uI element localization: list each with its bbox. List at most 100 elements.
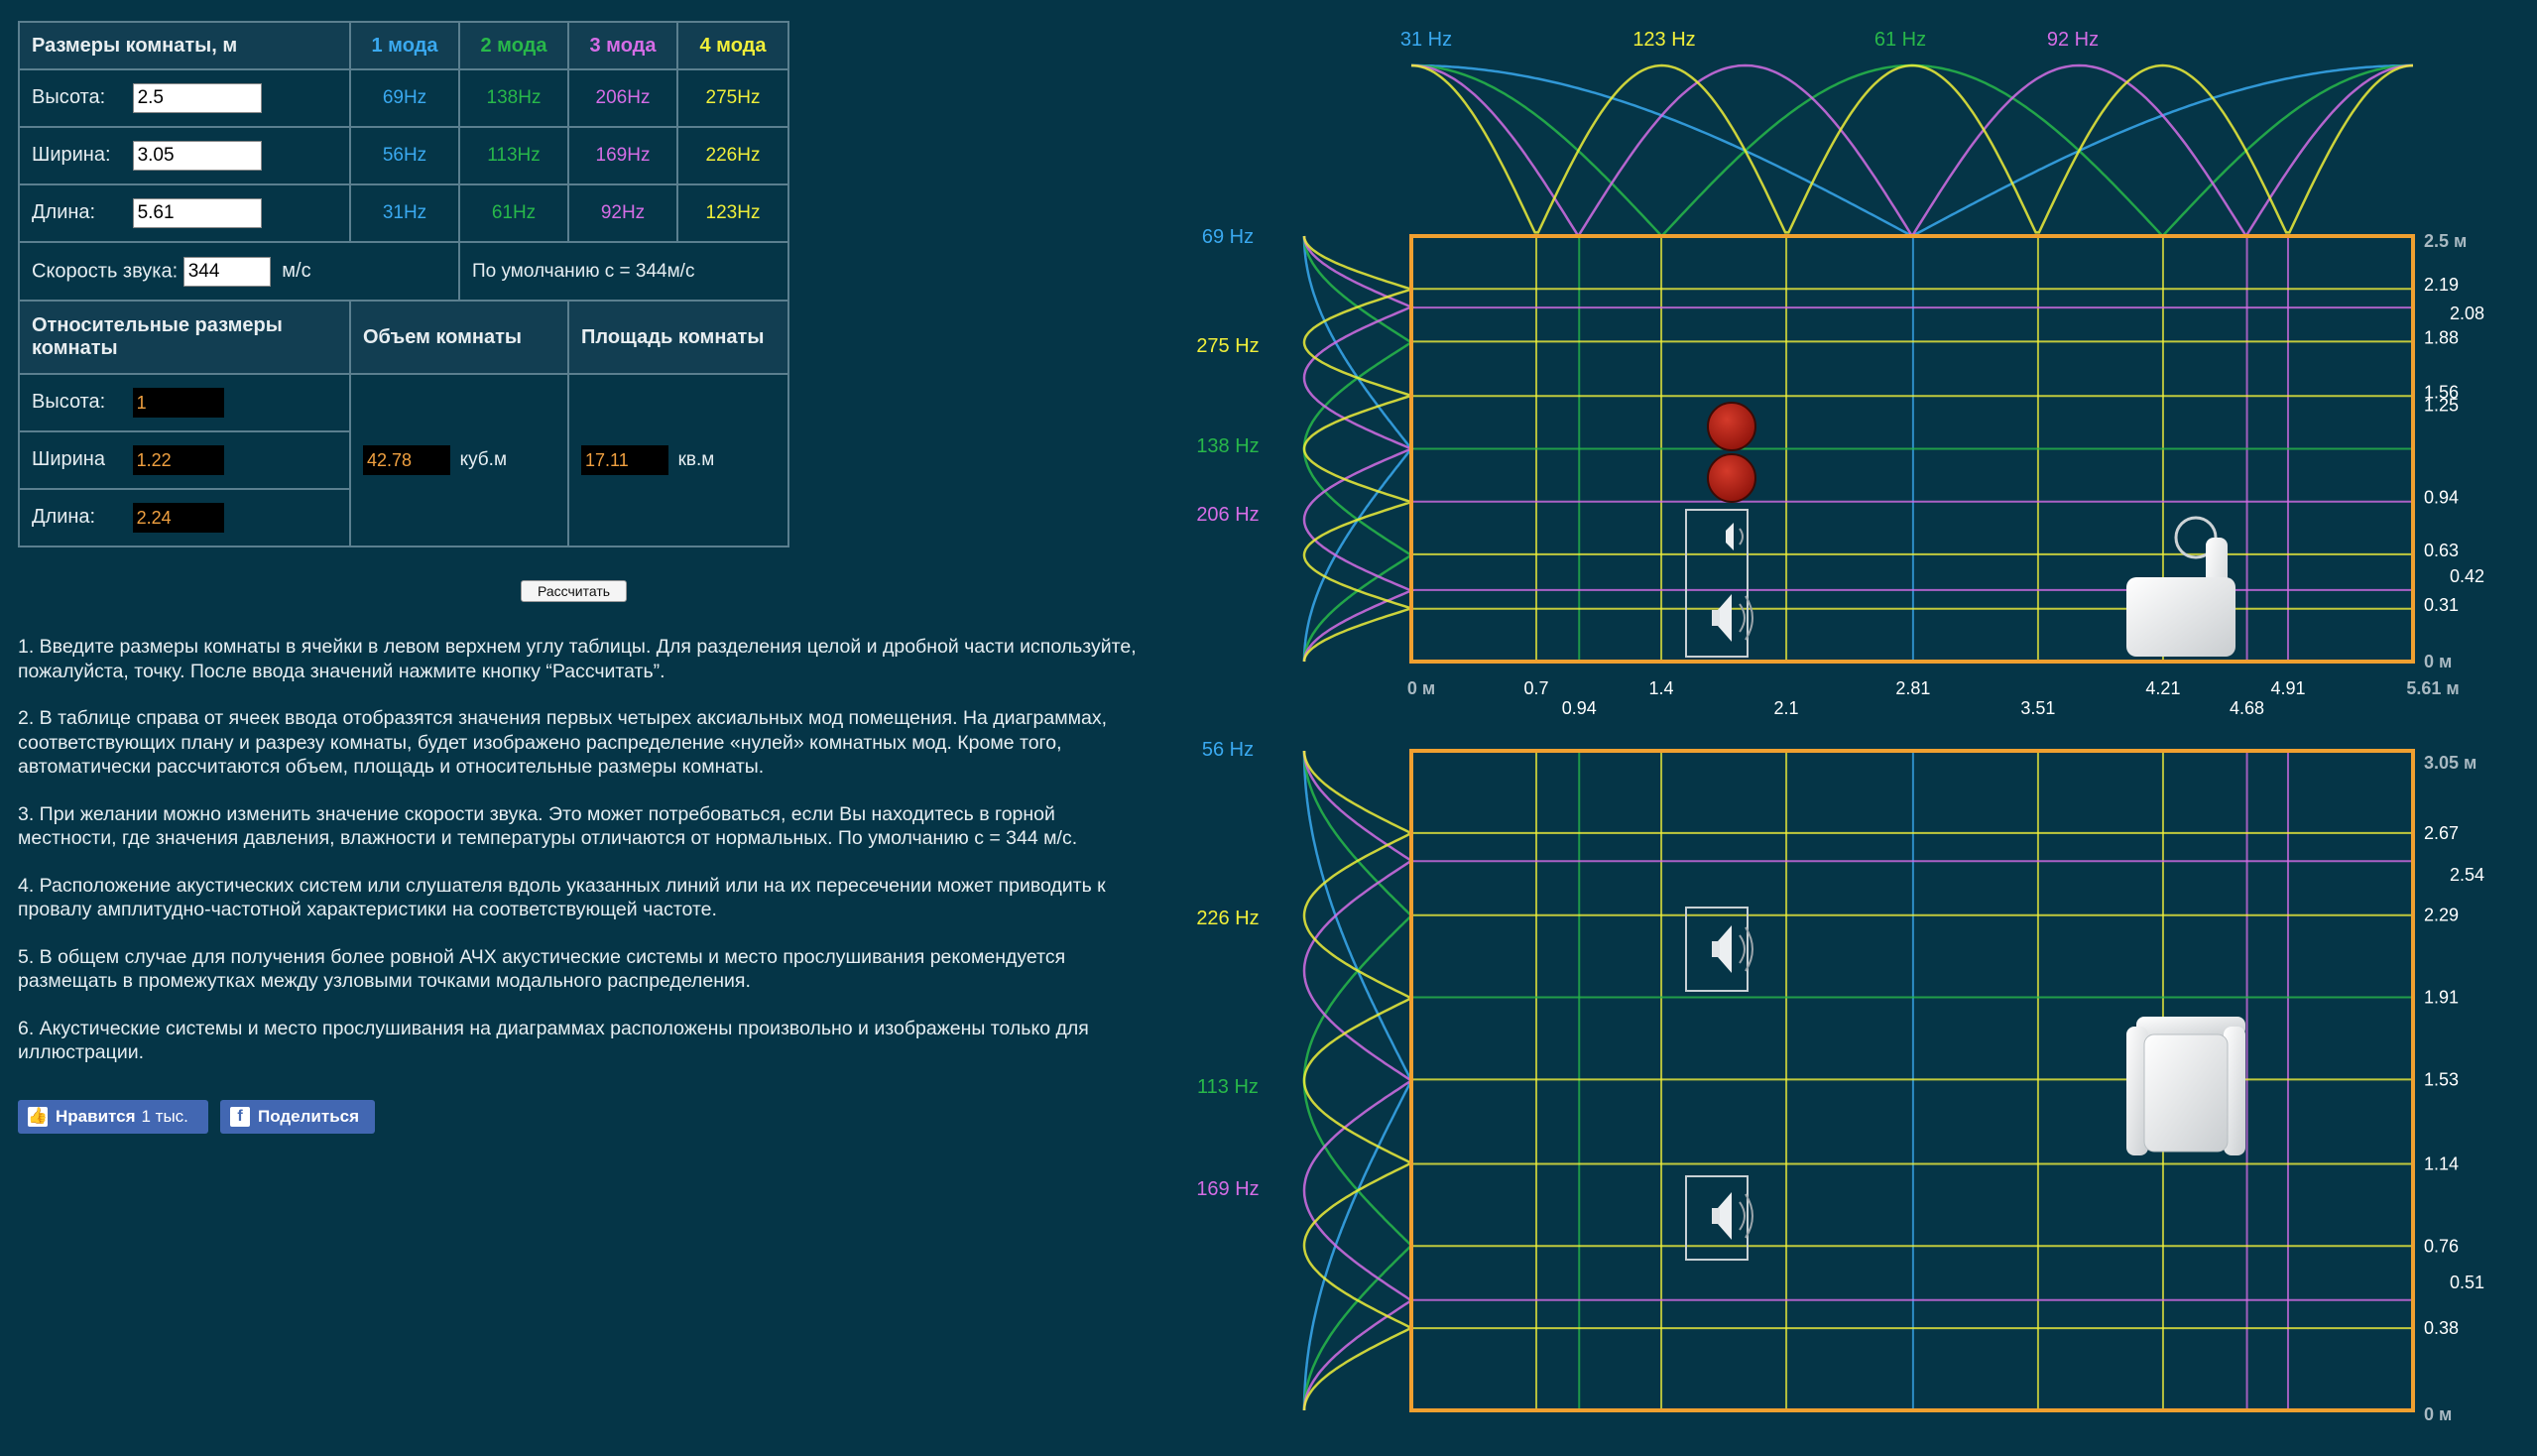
- speed-input[interactable]: [182, 256, 271, 287]
- ceiling-lamp-icon: [1707, 453, 1756, 503]
- height-mode3: 206Hz: [567, 68, 678, 128]
- volume-cell: 42.78 куб.м: [349, 373, 569, 547]
- speed-unit: м/с: [282, 259, 311, 282]
- mode-curve: [1302, 750, 1410, 1411]
- speed-label: Скорость звука:: [32, 259, 179, 282]
- width-mode3: 169Hz: [567, 126, 678, 185]
- mode-label-206hz: 206 Hz: [1196, 504, 1259, 526]
- plan-diagram: 56 Hz 226 Hz 113 Hz 169 Hz 3.05 м2.672.5…: [1196, 739, 2484, 1424]
- y-tick-label: 0.51: [2450, 1273, 2484, 1292]
- y-tick-label: 0 м: [2424, 1404, 2452, 1424]
- room-mode-diagrams: 31 Hz 123 Hz 61 Hz 92 Hz 69 Hz 275 Hz 13…: [1196, 29, 2484, 1424]
- speaker-cabinet: [1685, 907, 1749, 992]
- length-input[interactable]: [132, 198, 262, 228]
- mode-label-56hz: 56 Hz: [1202, 739, 1254, 761]
- height-input[interactable]: [132, 83, 262, 113]
- armchair-icon: [2126, 1017, 2245, 1155]
- speed-cell: Скорость звука: м/с: [18, 241, 460, 302]
- x-tick-label: 5.61 м: [2406, 678, 2459, 698]
- height-row-label-cell: Высота:: [18, 68, 351, 128]
- y-tick-label: 2.08: [2450, 303, 2484, 323]
- speaker-cabinet: [1685, 1175, 1749, 1261]
- armchair-icon: [2126, 516, 2235, 657]
- facebook-icon: f: [230, 1107, 250, 1127]
- instructions: 1. Введите размеры комнаты в ячейки в ле…: [18, 635, 1139, 1088]
- volume-value: 42.78: [363, 445, 450, 475]
- facebook-share-button[interactable]: f Поделиться: [220, 1100, 375, 1134]
- instruction-5: 5. В общем случае для получения более ро…: [18, 945, 1066, 993]
- x-tick-label: 2.81: [1895, 678, 1930, 698]
- length-row-label-cell: Длина:: [18, 183, 351, 243]
- x-tick-label: 4.91: [2270, 678, 2305, 698]
- area-cell: 17.11 кв.м: [567, 373, 789, 547]
- relative-header: Относительные размеры комнаты: [18, 300, 351, 375]
- length-mode4: 123Hz: [676, 183, 789, 243]
- y-tick-label: 1.14: [2424, 1153, 2459, 1173]
- length-label: Длина:: [32, 201, 96, 224]
- y-tick-label: 0.38: [2424, 1318, 2459, 1338]
- length-mode1: 31Hz: [349, 183, 460, 243]
- mode-curve: [1302, 235, 1415, 663]
- width-row-label-cell: Ширина:: [18, 126, 351, 185]
- mode-curve: [1302, 750, 1414, 1411]
- mode-label-61hz: 61 Hz: [1874, 29, 1926, 51]
- mode-curve: [1410, 63, 2414, 239]
- room-frame-plan: [1409, 749, 2415, 1412]
- speed-default-note: По умолчанию с = 344м/с: [458, 241, 789, 302]
- length-mode2: 61Hz: [458, 183, 569, 243]
- mode-label-69hz: 69 Hz: [1202, 226, 1254, 248]
- width-label: Ширина:: [32, 144, 111, 167]
- instruction-3: 3. При желании можно изменить значение с…: [18, 802, 1078, 850]
- x-tick-label: 0.94: [1562, 698, 1597, 718]
- side-section-diagram: 31 Hz 123 Hz 61 Hz 92 Hz 69 Hz 275 Hz 13…: [1196, 29, 2484, 718]
- y-tick-label: 0.94: [2424, 488, 2459, 508]
- y-tick-label: 1.88: [2424, 327, 2459, 347]
- mode-curve: [1302, 235, 1410, 663]
- width-mode1: 56Hz: [349, 126, 460, 185]
- mode2-header: 2 мода: [458, 21, 569, 70]
- length-mode3: 92Hz: [567, 183, 678, 243]
- calculate-button[interactable]: Рассчитать: [521, 580, 627, 602]
- share-label: Поделиться: [258, 1107, 360, 1126]
- instruction-4: 4. Расположение акустических систем или …: [18, 874, 1106, 921]
- rel-length-value: 2.24: [132, 503, 224, 533]
- room-frame-top: [1409, 234, 2415, 664]
- height-mode4: 275Hz: [676, 68, 789, 128]
- height-mode1: 69Hz: [349, 68, 460, 128]
- area-value: 17.11: [581, 445, 668, 475]
- y-tick-label: 2.5 м: [2424, 231, 2467, 251]
- y-tick-label: 1.91: [2424, 988, 2459, 1008]
- y-tick-label: 0.31: [2424, 595, 2459, 615]
- speaker-icon: [1712, 594, 1753, 642]
- area-unit: кв.м: [677, 449, 715, 471]
- mode-curve: [1410, 63, 2414, 234]
- height-mode2: 138Hz: [458, 68, 569, 128]
- area-header: Площадь комнаты: [567, 300, 789, 375]
- facebook-like-button[interactable]: 👍 Нравится 1 тыс.: [18, 1100, 208, 1134]
- width-input[interactable]: [132, 141, 262, 171]
- y-tick-label: 2.67: [2424, 823, 2459, 843]
- y-tick-label: 0.63: [2424, 541, 2459, 560]
- rel-width-cell: Ширина 1.22: [18, 430, 351, 490]
- ceiling-lamp-icon: [1707, 402, 1756, 451]
- height-label: Высота:: [32, 86, 106, 109]
- thumbs-up-icon: 👍: [28, 1107, 48, 1127]
- mode-label-113hz: 113 Hz: [1197, 1076, 1259, 1098]
- mode-label-138hz: 138 Hz: [1196, 435, 1259, 457]
- mode-label-123hz: 123 Hz: [1632, 29, 1695, 51]
- speaker-icon: [1726, 523, 1744, 550]
- mode-label-31hz: 31 Hz: [1400, 29, 1452, 51]
- mode-label-169hz: 169 Hz: [1196, 1178, 1259, 1200]
- y-tick-label: 3.05 м: [2424, 753, 2477, 773]
- x-tick-label: 4.68: [2230, 698, 2264, 718]
- speaker-icon: [1712, 925, 1753, 973]
- mode-label-275hz: 275 Hz: [1196, 335, 1259, 357]
- y-tick-label: 0 м: [2424, 652, 2452, 671]
- table-title: Размеры комнаты, м: [18, 21, 351, 70]
- mode-label-92hz: 92 Hz: [2047, 29, 2099, 51]
- rel-length-label: Длина:: [32, 506, 96, 529]
- speaker-icon: [1712, 1192, 1753, 1240]
- x-tick-label: 4.21: [2145, 678, 2180, 698]
- y-tick-label: 2.29: [2424, 906, 2459, 925]
- x-tick-label: 2.1: [1774, 698, 1799, 718]
